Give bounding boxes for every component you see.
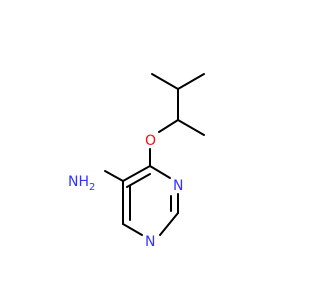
bond-c5-c4-double [126,173,151,188]
bond-c4-n3 [149,165,171,179]
ring-nitrogen-n1-label: N [145,234,155,250]
bond-ch-ch3-right [177,73,205,90]
bond-c2-n1 [159,212,179,236]
bond-ch-ch3-lower [177,119,205,136]
amine-label: NH2 [68,174,95,193]
ether-oxygen-label: O [145,133,156,149]
molecule-canvas: NH2 O N N [68,73,205,250]
structure-drawing: NH2 O N N [68,73,205,250]
bond-c5-c4 [122,165,151,182]
bond-n1-c6 [122,223,143,236]
bond-ch-o [158,119,179,133]
ring-nitrogen-n3-label: N [173,178,183,194]
bond-c5-n-amine [104,170,124,182]
bond-ch3-ch-left [151,73,179,90]
